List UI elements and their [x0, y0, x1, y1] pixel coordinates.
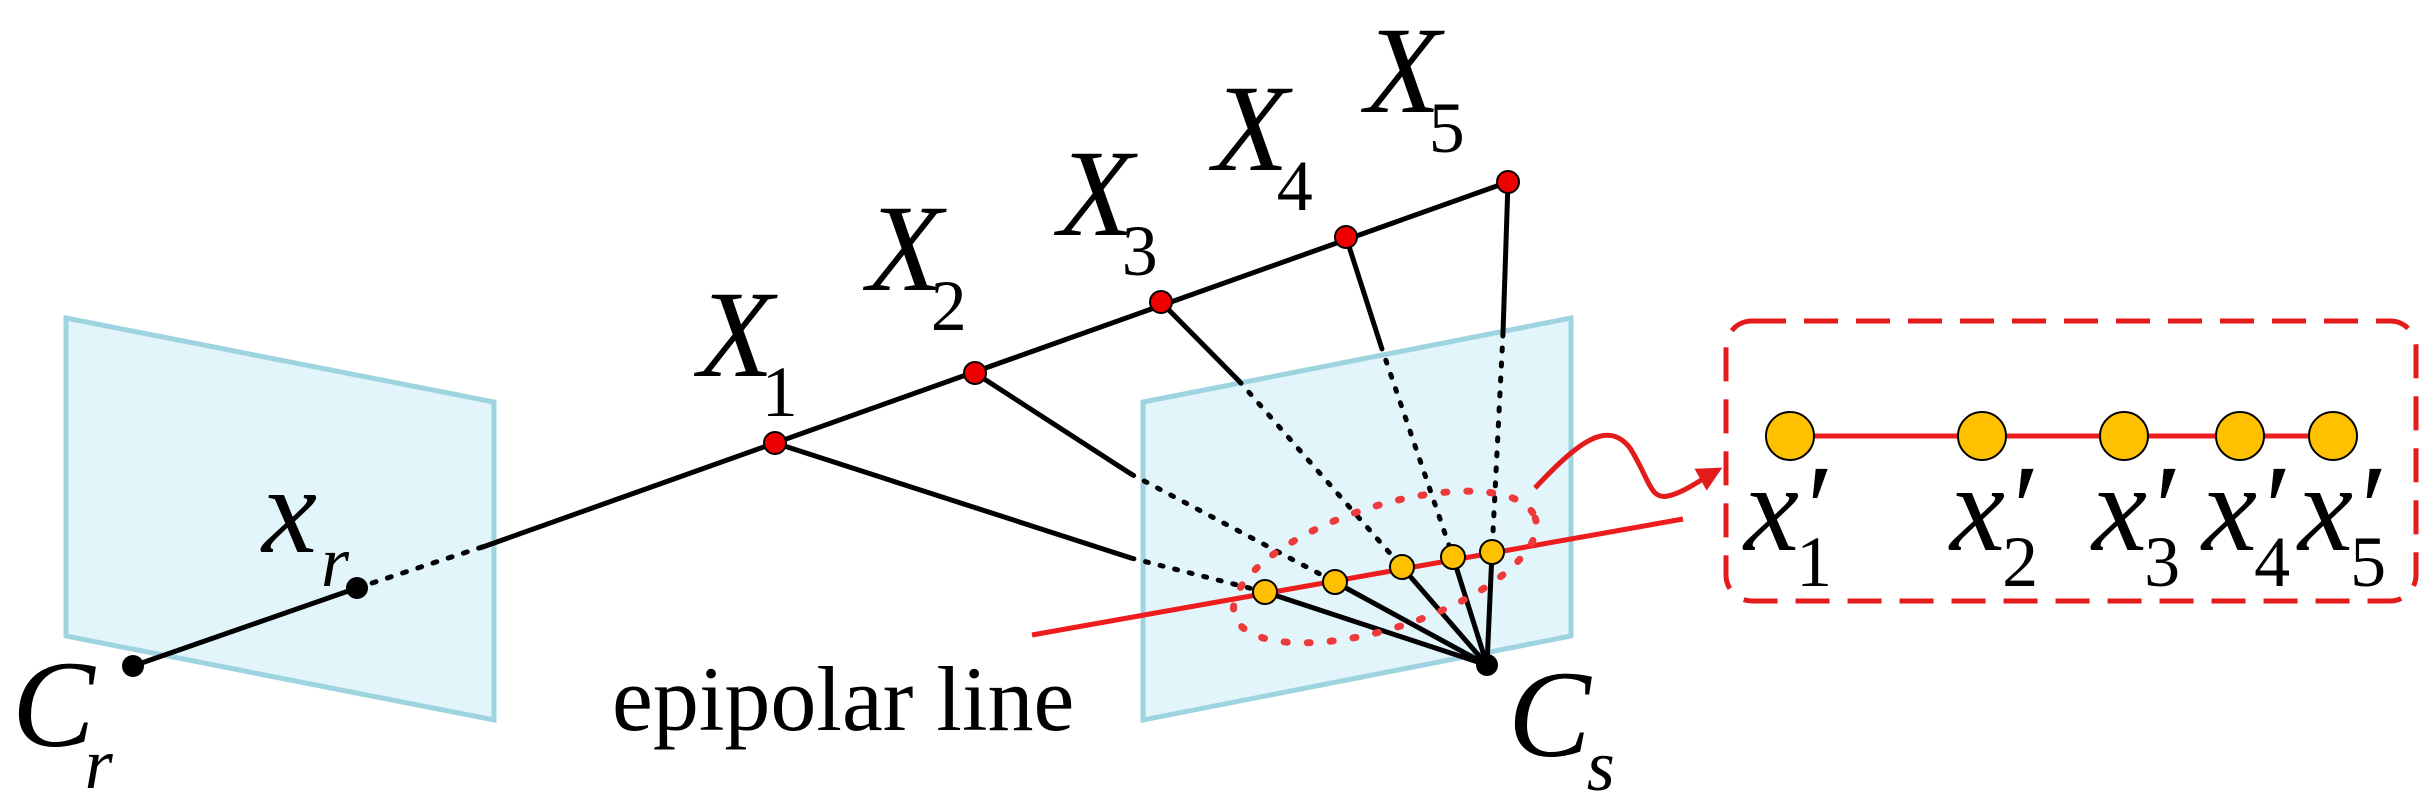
label-x3-prime: x′3 — [2090, 440, 2180, 602]
proj-ray-solid-4 — [1343, 236, 1384, 347]
label-camera-ref-base: C — [12, 636, 96, 773]
ray-cr-to-xr — [132, 585, 358, 669]
label-X2-sub: 2 — [931, 266, 967, 346]
projected-point-5 — [1479, 539, 1505, 565]
label-X1-sub: 1 — [762, 352, 798, 432]
proj-ray-solid-3 — [1159, 300, 1241, 383]
label-X5-sub: 5 — [1429, 88, 1465, 168]
label-camera-src: Cs — [1508, 646, 1615, 806]
label-pixel-sub: r — [321, 522, 350, 602]
label-camera-src-sub: s — [1587, 726, 1615, 806]
label-pixel-xr: xr — [260, 442, 350, 602]
label-x1p-base: x′ — [1742, 440, 1828, 577]
epipolar-line-caption: epipolar line — [612, 648, 1074, 750]
label-pixel-base: x — [260, 442, 317, 579]
zoom-point-2 — [1957, 411, 2007, 461]
sample-point-x3 — [1149, 290, 1173, 314]
label-X3-base: X — [1053, 125, 1138, 262]
projected-point-4 — [1440, 544, 1466, 570]
curved-arrow-icon — [1533, 432, 1723, 499]
label-x4p-sub: 4 — [2254, 522, 2290, 602]
label-x2-prime: x′2 — [1948, 440, 2038, 602]
epipolar-line — [1031, 516, 1684, 638]
sample-point-x2 — [963, 361, 987, 385]
label-x4p-base: x′ — [2200, 440, 2286, 577]
label-x1-prime: x′1 — [1742, 440, 1832, 602]
proj-rays-to-cs — [1264, 551, 1495, 668]
projected-point-2 — [1322, 569, 1348, 595]
depth-sample-points — [763, 170, 1520, 455]
label-X1: X1 — [693, 266, 798, 432]
label-x1p-sub: 1 — [1796, 522, 1832, 602]
camera-center-reference — [122, 655, 144, 677]
label-X2-base: X — [862, 180, 947, 317]
label-X4-base: X — [1208, 60, 1293, 197]
zoom-point-4 — [2215, 411, 2265, 461]
ray-hidden-segment — [354, 542, 491, 591]
label-camera-ref: Cr — [12, 636, 114, 804]
label-x2p-base: x′ — [1948, 440, 2034, 577]
camera-center-source — [1476, 654, 1498, 676]
label-X2: X2 — [862, 180, 967, 346]
label-X5: X5 — [1360, 2, 1465, 168]
pixel-xr — [346, 577, 368, 599]
label-x2p-sub: 2 — [2002, 522, 2038, 602]
zoom-point-5 — [2308, 411, 2358, 461]
zoom-point-3 — [2099, 411, 2149, 461]
proj-ray-solid-2 — [973, 370, 1133, 477]
zoom-projected-points — [1765, 411, 2358, 461]
label-camera-src-base: C — [1508, 646, 1592, 783]
projection-highlight-ellipse — [1230, 487, 1540, 647]
proj-ray-solid-5 — [1500, 181, 1511, 334]
label-x5p-sub: 5 — [2350, 522, 2386, 602]
label-x5p-base: x′ — [2296, 440, 2382, 577]
label-X3: X3 — [1053, 125, 1158, 291]
label-X4: X4 — [1208, 60, 1313, 226]
label-X5-base: X — [1360, 2, 1445, 139]
proj-rays-dotted — [1128, 330, 1506, 595]
sample-point-x5 — [1496, 170, 1520, 194]
reference-image-plane — [63, 314, 497, 724]
projected-points — [1252, 539, 1505, 605]
projected-point-3 — [1389, 554, 1415, 580]
label-camera-ref-sub: r — [85, 724, 114, 804]
label-x4-prime: x′4 — [2200, 440, 2290, 602]
label-X4-sub: 4 — [1277, 146, 1313, 226]
sample-point-x4 — [1334, 225, 1358, 249]
proj-ray-solid-1 — [774, 440, 1132, 561]
label-x5-prime: x′5 — [2296, 440, 2386, 602]
label-x3p-base: x′ — [2090, 440, 2176, 577]
projected-point-1 — [1252, 579, 1278, 605]
label-x3p-sub: 3 — [2144, 522, 2180, 602]
zoom-box — [1723, 318, 2419, 604]
zoom-point-1 — [1765, 411, 1815, 461]
sample-point-x1 — [763, 431, 787, 455]
label-X3-sub: 3 — [1122, 211, 1158, 291]
label-X1-base: X — [693, 266, 778, 403]
